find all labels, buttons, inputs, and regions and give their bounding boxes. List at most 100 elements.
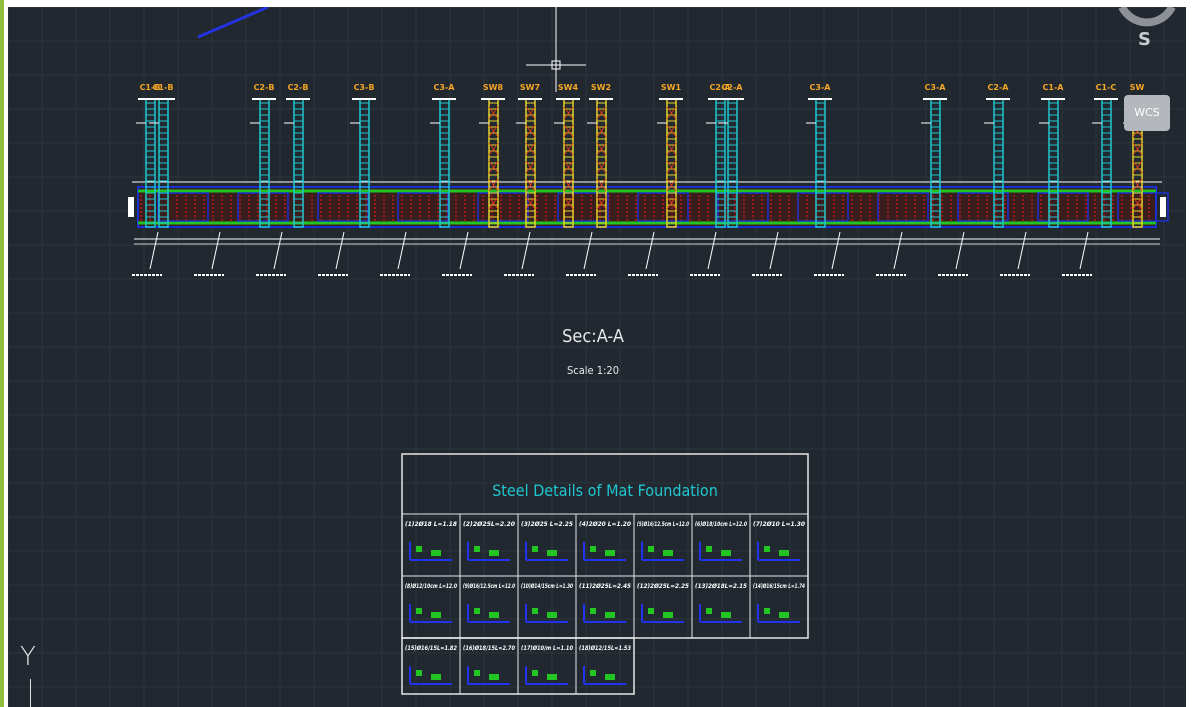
bar-dimension bbox=[489, 674, 499, 680]
column-label: SW4 bbox=[558, 83, 579, 92]
column-element: C1-B bbox=[136, 83, 162, 228]
bar-callout-leader bbox=[769, 231, 779, 270]
cell-label: (9)Ø16/12.5cm L=12.0 bbox=[463, 582, 515, 590]
wall-cross bbox=[666, 142, 677, 156]
table-cell: (3)2Ø25 L=2.25 bbox=[517, 513, 577, 577]
column-element: SW7 bbox=[516, 83, 542, 228]
bar-dimension bbox=[764, 546, 770, 552]
bar-dimension bbox=[605, 612, 615, 618]
wall-cross bbox=[488, 142, 499, 156]
wall-cross bbox=[488, 178, 499, 192]
wall-cross bbox=[525, 178, 536, 192]
bar-callout-leader bbox=[893, 231, 903, 270]
bar-dimension bbox=[779, 550, 789, 556]
bar-callout-leader bbox=[521, 231, 531, 270]
table-cell: (8)Ø12/10cm L=12.0 bbox=[401, 575, 461, 639]
bar-callout-leader bbox=[1017, 231, 1027, 270]
viewcube-compass-icon[interactable] bbox=[1116, 7, 1178, 49]
column-label: SW8 bbox=[483, 83, 504, 92]
table-cell: (16)Ø18/15L=2.70 bbox=[459, 637, 519, 695]
table-cell: (13)2Ø18L=2.15 bbox=[691, 575, 751, 639]
wall-cross bbox=[525, 160, 536, 174]
wall-cross bbox=[525, 124, 536, 138]
wall-cross bbox=[488, 160, 499, 174]
bar-callout-leader bbox=[583, 231, 593, 270]
column-label: SW2 bbox=[591, 83, 611, 92]
wall-cross bbox=[596, 178, 607, 192]
bar-dimension bbox=[605, 550, 615, 556]
column-label: SW1 bbox=[661, 83, 682, 92]
cell-label: (16)Ø18/15L=2.70 bbox=[463, 644, 516, 652]
column-label: SW bbox=[1130, 83, 1145, 92]
bar-dimension bbox=[416, 670, 422, 676]
bar-callout-leader bbox=[211, 231, 221, 270]
section-scale: Scale 1:20 bbox=[567, 364, 619, 377]
bar-callout-leader bbox=[459, 231, 469, 270]
table-cell: (15)Ø16/15L=1.82 bbox=[401, 637, 461, 695]
bar-dimension bbox=[779, 612, 789, 618]
cell-border bbox=[575, 637, 635, 695]
ucs-y-axis-label: Y bbox=[20, 642, 36, 672]
column-element: C3-A bbox=[430, 83, 456, 228]
stirrup bbox=[1117, 192, 1169, 222]
wall-cross bbox=[525, 142, 536, 156]
bar-callout-leader bbox=[273, 231, 283, 270]
wall-cross bbox=[488, 106, 499, 120]
cell-label: (11)2Ø25L=2.45 bbox=[579, 582, 631, 590]
wall-cross bbox=[1132, 196, 1143, 210]
wcs-button[interactable]: WCS bbox=[1124, 95, 1170, 131]
bar-dimension bbox=[532, 546, 538, 552]
table-cell: (14)Ø16/15cm L=1.74 bbox=[749, 575, 809, 639]
table-cell: (10)Ø14/15cm L=1.30 bbox=[517, 575, 577, 639]
table-cell: (11)2Ø25L=2.45 bbox=[575, 575, 635, 639]
table-title: Steel Details of Mat Foundation bbox=[492, 481, 718, 500]
bar-dimension bbox=[605, 674, 615, 680]
bar-callout-leader bbox=[397, 231, 407, 270]
column-element: C3-A bbox=[806, 83, 832, 228]
column-label: C1-B bbox=[153, 83, 174, 92]
stirrup bbox=[957, 192, 1009, 222]
cell-label: (18)Ø12/15L=1.53 bbox=[579, 644, 631, 652]
wall-cross bbox=[596, 142, 607, 156]
bar-dimension bbox=[416, 546, 422, 552]
wall-cross bbox=[563, 196, 574, 210]
bar-dimension bbox=[431, 674, 441, 680]
background-grid bbox=[8, 7, 1186, 707]
bar-callout-leader bbox=[149, 231, 159, 270]
bar-callout-leader bbox=[707, 231, 717, 270]
table-cell: (2)2Ø25L=2.20 bbox=[459, 513, 519, 577]
table-cell: (12)2Ø25L=2.25 bbox=[633, 575, 693, 639]
bar-dimension bbox=[489, 612, 499, 618]
bar-dimension bbox=[706, 608, 712, 614]
bar-callout-leader bbox=[831, 231, 841, 270]
bar-dimension bbox=[721, 612, 731, 618]
viewcube-face-label[interactable]: S bbox=[1138, 29, 1151, 50]
cell-label: (17)Ø10/m L=1.10 bbox=[521, 644, 574, 652]
stirrup bbox=[557, 192, 609, 222]
wall-cross bbox=[666, 124, 677, 138]
cell-label: (12)2Ø25L=2.25 bbox=[637, 582, 689, 590]
cell-label: (1)2Ø18 L=1.18 bbox=[405, 520, 458, 528]
stirrup bbox=[397, 192, 449, 222]
table-cell: (9)Ø16/12.5cm L=12.0 bbox=[459, 575, 519, 639]
bar-dimension bbox=[663, 612, 673, 618]
cell-label: (7)2Ø10 L=1.30 bbox=[753, 520, 806, 528]
bar-dimension bbox=[547, 674, 557, 680]
column-element: C3-A bbox=[921, 83, 947, 228]
table-cell: (18)Ø12/15L=1.53 bbox=[575, 637, 635, 695]
wall-cross bbox=[525, 106, 536, 120]
wall-cross bbox=[525, 196, 536, 210]
bar-dimension bbox=[532, 608, 538, 614]
wall-cross bbox=[1132, 178, 1143, 192]
column-label: SW7 bbox=[520, 83, 540, 92]
crosshair-cursor bbox=[526, 7, 586, 92]
column-element: C2-B bbox=[284, 83, 310, 228]
cell-label: (8)Ø12/10cm L=12.0 bbox=[405, 582, 457, 590]
cell-label: (15)Ø16/15L=1.82 bbox=[405, 644, 457, 652]
bar-callout-leader bbox=[335, 231, 345, 270]
wall-cross bbox=[596, 106, 607, 120]
column-element: SW4 bbox=[554, 83, 580, 228]
table-cell: (4)2Ø20 L=1.20 bbox=[575, 513, 635, 577]
